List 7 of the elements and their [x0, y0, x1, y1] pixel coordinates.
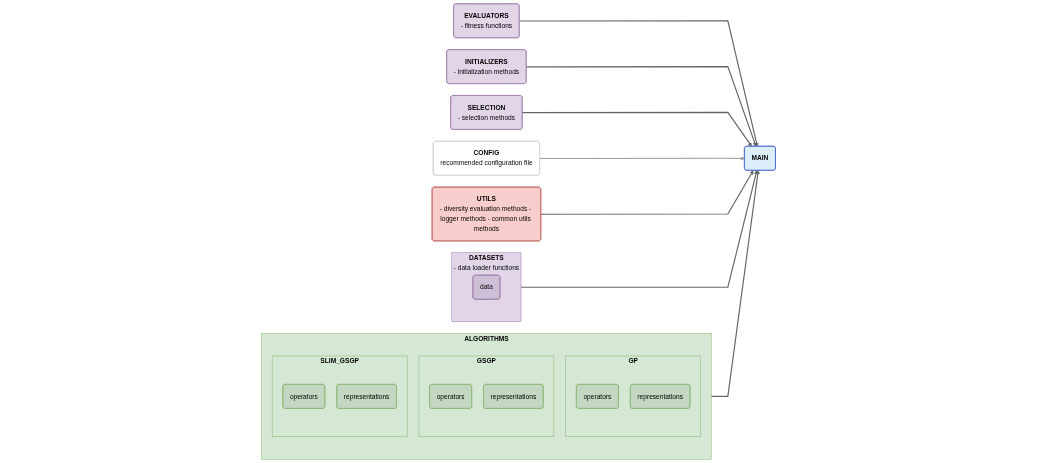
arrow [521, 111, 752, 147]
arrow [525, 66, 757, 147]
arrow [710, 170, 760, 397]
arrow [540, 170, 754, 215]
arrow [518, 20, 759, 147]
arrow [539, 156, 745, 161]
arrow [520, 170, 759, 288]
